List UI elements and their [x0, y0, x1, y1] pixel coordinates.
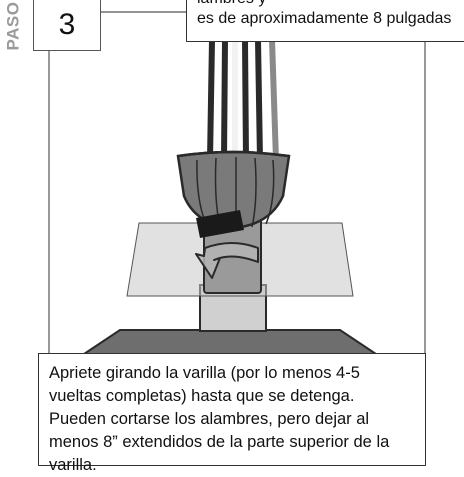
wire-6 — [269, 39, 279, 161]
top-caption-box: lambres y es de aproximadamente 8 pulgad… — [186, 0, 464, 42]
rod-clip — [196, 210, 244, 238]
illustration-frame — [48, 11, 426, 354]
step-number-box: 3 — [33, 0, 101, 51]
top-caption-line-1: lambres y — [197, 0, 266, 8]
top-caption-line-2: es de aproximadamente 8 pulgadas — [197, 10, 452, 27]
wire-1 — [207, 39, 215, 161]
step-number: 3 — [58, 8, 76, 41]
fitting-base — [80, 329, 380, 355]
wires — [207, 39, 279, 161]
rotation-arrow-icon — [195, 242, 259, 279]
bottom-caption-text: Apriete girando la varilla (por lo menos… — [49, 364, 390, 474]
wire-5 — [255, 39, 263, 161]
wire-nut-cap — [176, 150, 291, 230]
wire-2 — [221, 39, 228, 161]
bottom-caption-box: Apriete girando la varilla (por lo menos… — [38, 353, 426, 474]
wire-4 — [242, 39, 249, 161]
